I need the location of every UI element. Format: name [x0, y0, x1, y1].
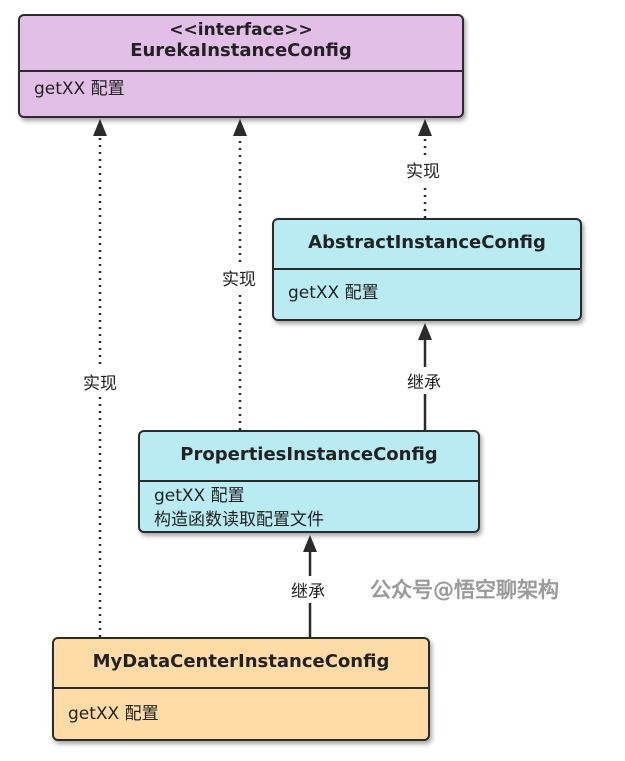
abstract-members: getXX 配置 [274, 270, 580, 310]
interface-stereotype: <<interface>> [169, 20, 313, 40]
properties-member-getxx: getXX 配置 [154, 486, 245, 506]
abstract-instance-config-box: AbstractInstanceConfig getXX 配置 [272, 218, 582, 321]
abstract-member: getXX 配置 [288, 283, 379, 303]
eureka-class-name: EurekaInstanceConfig [130, 40, 352, 61]
properties-instance-config-box: PropertiesInstanceConfig getXX 配置 构造函数读取… [138, 430, 480, 533]
mydatacenter-instance-config-box: MyDataCenterInstanceConfig getXX 配置 [52, 637, 430, 741]
implements-label-properties: 实现 [219, 264, 259, 291]
arrowhead-abstract-eureka [418, 119, 432, 136]
mydatacenter-header: MyDataCenterInstanceConfig [54, 639, 428, 689]
eureka-members: getXX 配置 [20, 72, 462, 106]
arrowhead-properties-eureka [233, 119, 247, 136]
abstract-header: AbstractInstanceConfig [274, 220, 580, 270]
properties-class-name: PropertiesInstanceConfig [180, 444, 438, 465]
properties-header: PropertiesInstanceConfig [140, 432, 478, 482]
implements-label-abstract: 实现 [403, 156, 443, 183]
mydatacenter-class-name: MyDataCenterInstanceConfig [92, 651, 390, 672]
mydatacenter-members: getXX 配置 [54, 689, 428, 731]
eureka-member: getXX 配置 [34, 79, 125, 99]
abstract-class-name: AbstractInstanceConfig [308, 232, 546, 253]
implements-label-mydatacenter: 实现 [80, 368, 120, 395]
properties-member-constructor: 构造函数读取配置文件 [154, 510, 324, 530]
eureka-instance-config-box: <<interface>> EurekaInstanceConfig getXX… [18, 14, 464, 118]
mydatacenter-member: getXX 配置 [68, 704, 159, 724]
extends-label-mydatacenter: 继承 [288, 576, 328, 603]
arrowhead-mydatacenter-eureka [93, 119, 107, 136]
arrowhead-mydatacenter-properties [303, 535, 317, 552]
arrowhead-properties-abstract [418, 323, 432, 340]
extends-label-properties: 继承 [404, 367, 444, 394]
watermark-text: 公众号@悟空聊架构 [370, 578, 559, 602]
eureka-header: <<interface>> EurekaInstanceConfig [20, 16, 462, 72]
properties-members: getXX 配置 构造函数读取配置文件 [140, 482, 478, 538]
